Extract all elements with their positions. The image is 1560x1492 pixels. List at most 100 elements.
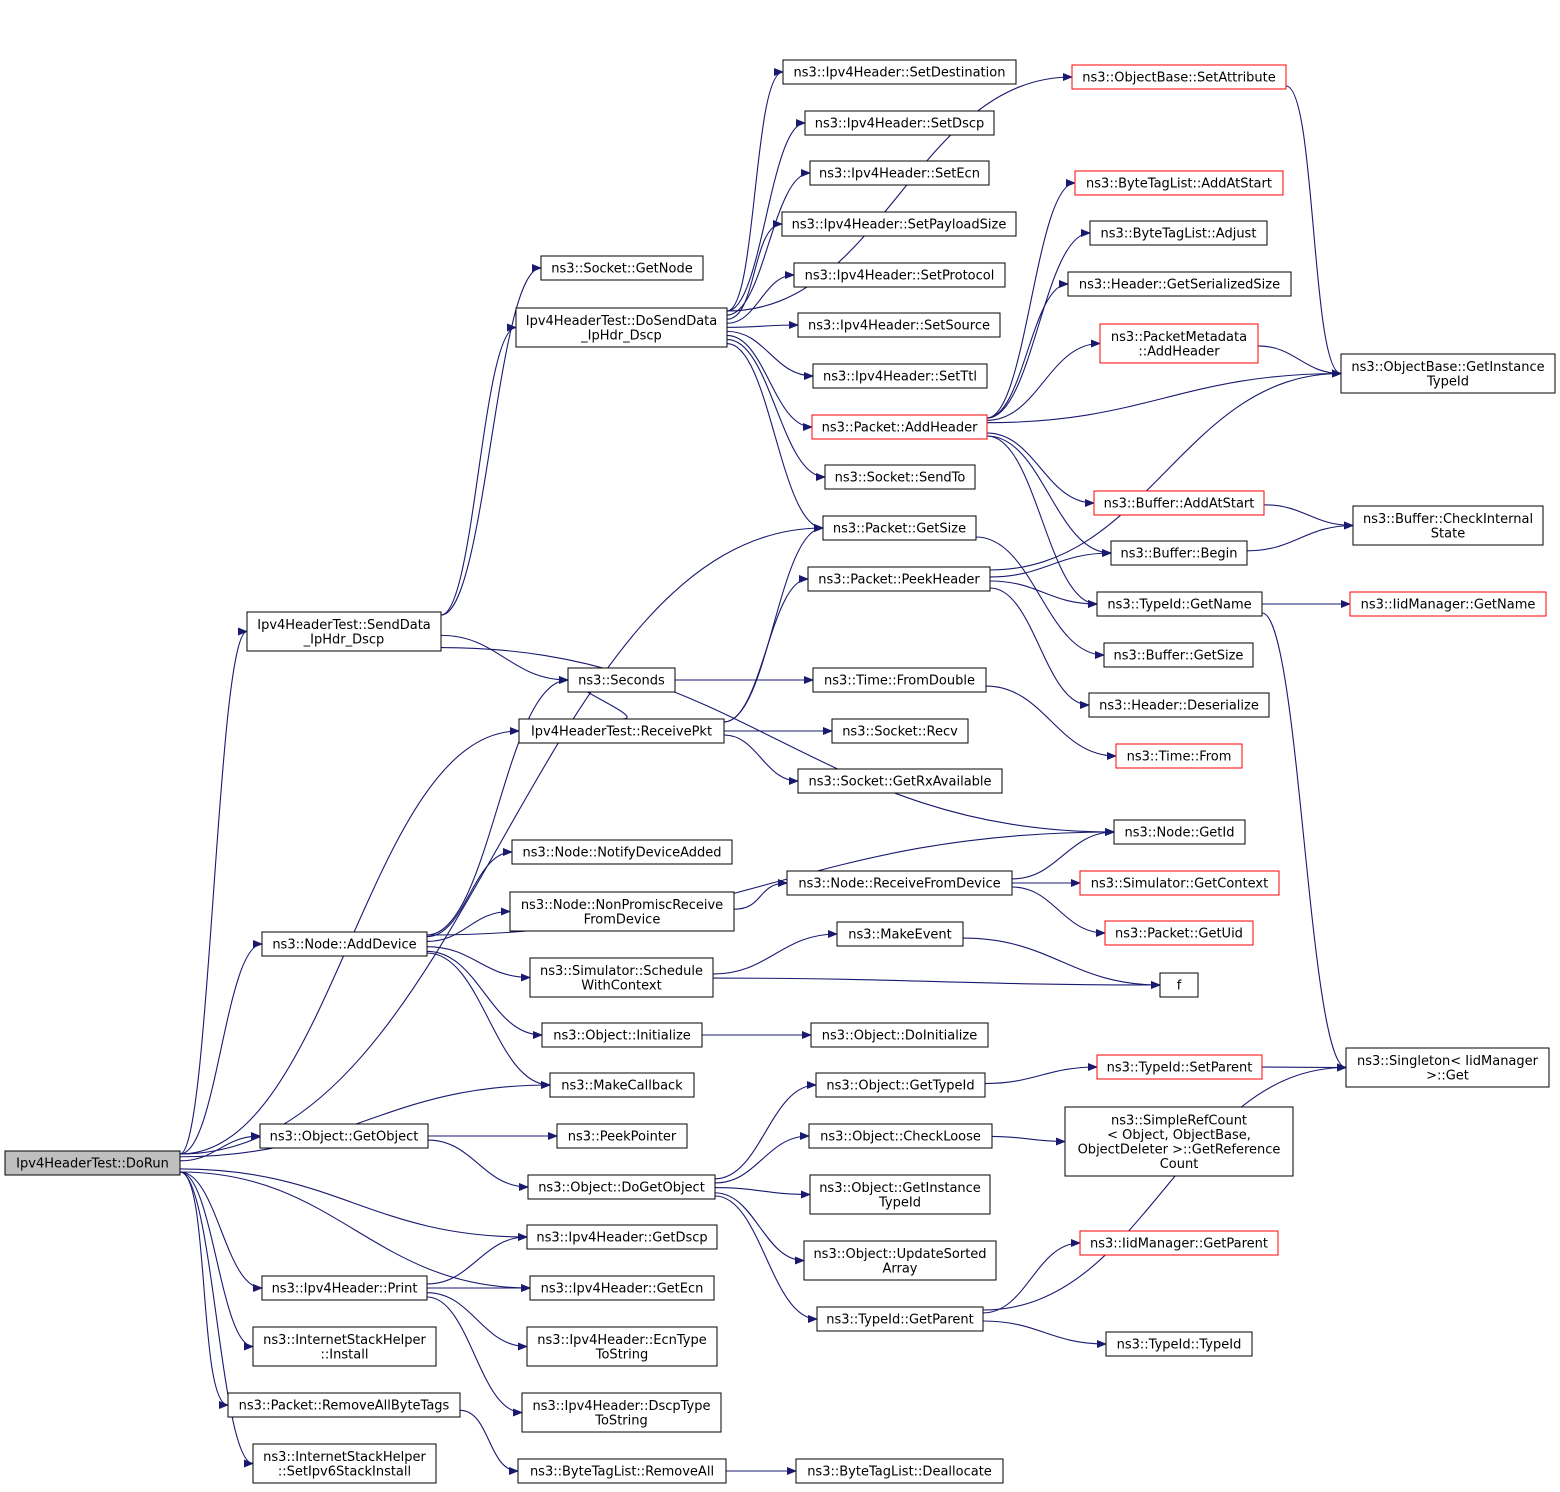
node-getrxavail[interactable]: ns3::Socket::GetRxAvailable bbox=[797, 768, 1003, 794]
node-label-line: ObjectDeleter >::GetReference bbox=[1078, 1142, 1281, 1157]
node-setdest[interactable]: ns3::Ipv4Header::SetDestination bbox=[782, 59, 1017, 85]
node-getdscp[interactable]: ns3::Ipv4Header::GetDscp bbox=[526, 1224, 718, 1250]
node-makeevent[interactable]: ns3::MakeEvent bbox=[836, 921, 964, 947]
node-checkloose[interactable]: ns3::Object::CheckLoose bbox=[808, 1123, 993, 1149]
node-bt-removeall[interactable]: ns3::ByteTagList::RemoveAll bbox=[517, 1458, 727, 1484]
edge-recvfromdev-to-pkt_getuid bbox=[1011, 886, 1106, 937]
node-ish-setipv6[interactable]: ns3::InternetStackHelper::SetIpv6StackIn… bbox=[252, 1443, 437, 1484]
node-getecn[interactable]: ns3::Ipv4Header::GetEcn bbox=[529, 1275, 715, 1301]
edge-adddevice-to-seconds bbox=[426, 676, 569, 936]
edge-dogetobject-to-tid_getparent bbox=[714, 1195, 818, 1323]
node-adddevice[interactable]: ns3::Node::AddDevice bbox=[261, 931, 428, 957]
node-ish-install[interactable]: ns3::InternetStackHelper::Install bbox=[252, 1326, 437, 1367]
node-removeallbt[interactable]: ns3::Packet::RemoveAllByteTags bbox=[227, 1392, 461, 1418]
node-buf-addatstart[interactable]: ns3::Buffer::AddAtStart bbox=[1093, 490, 1265, 516]
node-pkt-getuid[interactable]: ns3::Packet::GetUid bbox=[1104, 920, 1254, 946]
node-setattribute[interactable]: ns3::ObjectBase::SetAttribute bbox=[1071, 64, 1287, 90]
node-notifydev[interactable]: ns3::Node::NotifyDeviceAdded bbox=[511, 839, 733, 865]
node-addheader[interactable]: ns3::Packet::AddHeader bbox=[811, 414, 988, 440]
node-label-line: ns3::Socket::GetNode bbox=[551, 262, 692, 277]
node-receivepkt[interactable]: Ipv4HeaderTest::ReceivePkt bbox=[518, 718, 725, 744]
node-getobject[interactable]: ns3::Object::GetObject bbox=[259, 1123, 429, 1149]
node-label-line: ns3::Packet::PeekHeader bbox=[818, 573, 980, 588]
node-box bbox=[246, 611, 442, 652]
node-setdscp[interactable]: ns3::Ipv4Header::SetDscp bbox=[804, 110, 995, 136]
node-box bbox=[1110, 540, 1248, 566]
node-dorun[interactable]: Ipv4HeaderTest::DoRun bbox=[4, 1150, 181, 1176]
node-dogetobject[interactable]: ns3::Object::DoGetObject bbox=[527, 1174, 716, 1200]
node-bt-adjust[interactable]: ns3::ByteTagList::Adjust bbox=[1089, 220, 1268, 246]
node-label-line: ns3::Ipv4Header::EcnType bbox=[537, 1333, 706, 1348]
edge-senddata-to-socket_getnode bbox=[440, 264, 542, 616]
node-label-line: ns3::Buffer::CheckInternal bbox=[1363, 512, 1533, 527]
node-box bbox=[836, 921, 964, 947]
node-node-getid[interactable]: ns3::Node::GetId bbox=[1113, 819, 1246, 845]
node-box bbox=[1096, 591, 1263, 617]
node-bt-dealloc[interactable]: ns3::ByteTagList::Deallocate bbox=[795, 1458, 1004, 1484]
node-box bbox=[822, 515, 977, 541]
node-senddata[interactable]: Ipv4HeaderTest::SendData_IpHdr_Dscp bbox=[246, 611, 442, 652]
node-singleton-get[interactable]: ns3::Singleton< IidManager>::Get bbox=[1345, 1047, 1550, 1088]
node-socket-getnode[interactable]: ns3::Socket::GetNode bbox=[540, 255, 704, 281]
node-typeid-getname[interactable]: ns3::TypeId::GetName bbox=[1096, 591, 1263, 617]
node-recvfromdev[interactable]: ns3::Node::ReceiveFromDevice bbox=[786, 870, 1013, 896]
node-label-line: ns3::Object::DoGetObject bbox=[538, 1181, 705, 1196]
node-obj-gettypeid[interactable]: ns3::Object::GetTypeId bbox=[815, 1072, 986, 1098]
node-box bbox=[803, 1240, 997, 1281]
edge-dosenddata-to-addheader bbox=[726, 334, 813, 431]
node-simplerefcount[interactable]: ns3::SimpleRefCount< Object, ObjectBase,… bbox=[1064, 1106, 1294, 1177]
node-getsize[interactable]: ns3::Packet::GetSize bbox=[822, 515, 977, 541]
node-box bbox=[529, 957, 714, 998]
node-setecn[interactable]: ns3::Ipv4Header::SetEcn bbox=[809, 160, 990, 186]
edge-adddevice-to-obj_init bbox=[426, 950, 543, 1039]
node-box bbox=[812, 667, 987, 693]
node-tid-setparent[interactable]: ns3::TypeId::SetParent bbox=[1096, 1054, 1263, 1080]
node-iid-getparent[interactable]: ns3::IidManager::GetParent bbox=[1079, 1230, 1279, 1256]
node-box bbox=[1093, 490, 1265, 516]
node-buf-begin[interactable]: ns3::Buffer::Begin bbox=[1110, 540, 1248, 566]
node-recv[interactable]: ns3::Socket::Recv bbox=[831, 718, 969, 744]
node-tid-typeid[interactable]: ns3::TypeId::TypeId bbox=[1105, 1331, 1253, 1357]
node-f[interactable]: f bbox=[1159, 972, 1199, 998]
node-iid-getname[interactable]: ns3::IidManager::GetName bbox=[1349, 591, 1547, 617]
node-seconds[interactable]: ns3::Seconds bbox=[567, 667, 676, 693]
node-buf-getsize[interactable]: ns3::Buffer::GetSize bbox=[1103, 642, 1254, 668]
node-box bbox=[786, 870, 1013, 896]
node-peekheader[interactable]: ns3::Packet::PeekHeader bbox=[807, 566, 991, 592]
node-sendto[interactable]: ns3::Socket::SendTo bbox=[824, 464, 976, 490]
node-time-from[interactable]: ns3::Time::From bbox=[1115, 743, 1243, 769]
node-setttl[interactable]: ns3::Ipv4Header::SetTtl bbox=[812, 363, 988, 389]
node-setsource[interactable]: ns3::Ipv4Header::SetSource bbox=[797, 312, 1001, 338]
node-fromdouble[interactable]: ns3::Time::FromDouble bbox=[812, 667, 987, 693]
node-hdr-serialsize[interactable]: ns3::Header::GetSerializedSize bbox=[1067, 271, 1292, 297]
node-obj-init[interactable]: ns3::Object::Initialize bbox=[541, 1022, 703, 1048]
node-hdr-deser[interactable]: ns3::Header::Deserialize bbox=[1088, 692, 1270, 718]
node-setprotocol[interactable]: ns3::Ipv4Header::SetProtocol bbox=[793, 262, 1006, 288]
node-pm-addheader[interactable]: ns3::PacketMetadata::AddHeader bbox=[1099, 323, 1259, 364]
node-makecallback[interactable]: ns3::MakeCallback bbox=[549, 1072, 695, 1098]
node-tid-getparent[interactable]: ns3::TypeId::GetParent bbox=[816, 1306, 984, 1332]
node-bt-addatstart[interactable]: ns3::ByteTagList::AddAtStart bbox=[1074, 170, 1284, 196]
node-box bbox=[556, 1123, 688, 1149]
node-sim-getctx[interactable]: ns3::Simulator::GetContext bbox=[1079, 870, 1280, 896]
node-hdr-print[interactable]: ns3::Ipv4Header::Print bbox=[261, 1275, 428, 1301]
node-label-line: WithContext bbox=[581, 978, 661, 993]
node-peekpointer[interactable]: ns3::PeekPointer bbox=[556, 1123, 688, 1149]
node-box bbox=[261, 931, 428, 957]
node-setpayload[interactable]: ns3::Ipv4Header::SetPayloadSize bbox=[781, 211, 1017, 237]
node-dosenddata[interactable]: Ipv4HeaderTest::DoSendData_IpHdr_Dscp bbox=[515, 307, 728, 348]
node-obj-doinit[interactable]: ns3::Object::DoInitialize bbox=[810, 1022, 989, 1048]
node-box bbox=[1096, 1054, 1263, 1080]
node-label-line: ns3::Packet::GetSize bbox=[833, 522, 966, 537]
node-label-line: ns3::Ipv4Header::DscpType bbox=[532, 1399, 710, 1414]
edge-dosenddata-to-getsize bbox=[726, 342, 824, 532]
node-label-line: State bbox=[1431, 526, 1465, 541]
